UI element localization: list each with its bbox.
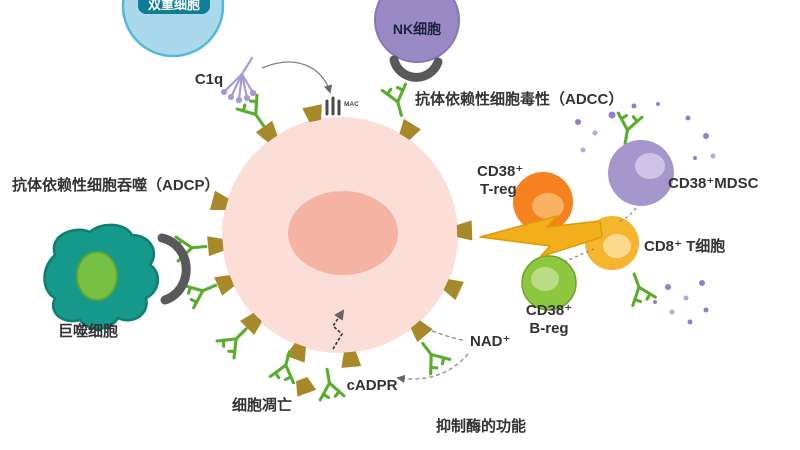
nad-connector-line <box>431 330 467 342</box>
lightning-arrow-icon <box>479 215 603 258</box>
macrophage-label: 巨噬细胞 <box>58 322 118 340</box>
nk-cell-body <box>374 0 460 63</box>
mdsc-label: CD38⁺MDSC <box>668 175 759 192</box>
nad-to-cadpr-arrow <box>396 353 469 384</box>
nk-crescent-icon <box>389 55 443 82</box>
adcp-label: 抗体依赖性细胞吞噬（ADCP） <box>12 176 220 194</box>
treg-marker-label: CD38⁺ <box>477 163 523 180</box>
cadpr-label: cADPR <box>347 377 398 394</box>
breg-cell <box>521 255 577 311</box>
antibody-icon <box>182 272 222 310</box>
tumor-cell <box>222 117 458 353</box>
cd38-antigen-icon <box>207 234 224 257</box>
nad-label: NAD⁺ <box>470 333 510 350</box>
treg-cell <box>513 172 573 232</box>
mdsc-cell <box>608 140 674 206</box>
cytokine-dots <box>575 102 716 325</box>
mac-label: MAC <box>344 101 359 108</box>
immune-cell-connectors <box>561 207 637 263</box>
nk-cell-label: NK细胞 <box>393 21 441 37</box>
enzyme-function-label: 抑制酶的功能 <box>436 417 526 435</box>
breg-nucleus <box>531 267 559 291</box>
adcc-label: 抗体依赖性细胞毒性（ADCC） <box>415 90 623 108</box>
cd38-antigen-icon <box>456 220 473 242</box>
antibody-icon <box>621 268 657 307</box>
c1q-complex-icon <box>220 56 257 104</box>
breg-name-label: B-reg <box>529 320 568 337</box>
macrophage-crescent-icon <box>157 233 191 305</box>
apoptosis-label: 细胞凋亡 <box>232 396 292 414</box>
mac-complex-icon <box>325 96 341 116</box>
c1q-to-mac-arrow <box>261 61 333 94</box>
cd8-nucleus <box>603 234 631 258</box>
mdsc-nucleus <box>635 153 665 179</box>
macrophage-cell <box>43 223 191 330</box>
treg-name-label: T-reg <box>480 181 517 198</box>
macrophage-nucleus <box>76 251 118 301</box>
c1q-label: C1q <box>195 71 223 88</box>
effector-cell: 双重细胞 <box>121 0 225 58</box>
antibody-icon <box>380 82 415 121</box>
treg-nucleus <box>532 193 564 219</box>
tumor-cell-nucleus <box>288 191 398 275</box>
antibody-icon <box>411 334 452 376</box>
cd38-antigen-icon <box>339 351 362 368</box>
nk-cell: NK细胞 <box>374 0 460 82</box>
cd38-antigen-icon <box>292 375 317 397</box>
effector-cell-label: 双重细胞 <box>148 0 200 12</box>
breg-marker-label: CD38⁺ <box>526 302 572 319</box>
cd8-label: CD8⁺ T细胞 <box>644 237 725 255</box>
effector-cell-band <box>138 0 210 14</box>
antibody-icon <box>313 365 346 402</box>
